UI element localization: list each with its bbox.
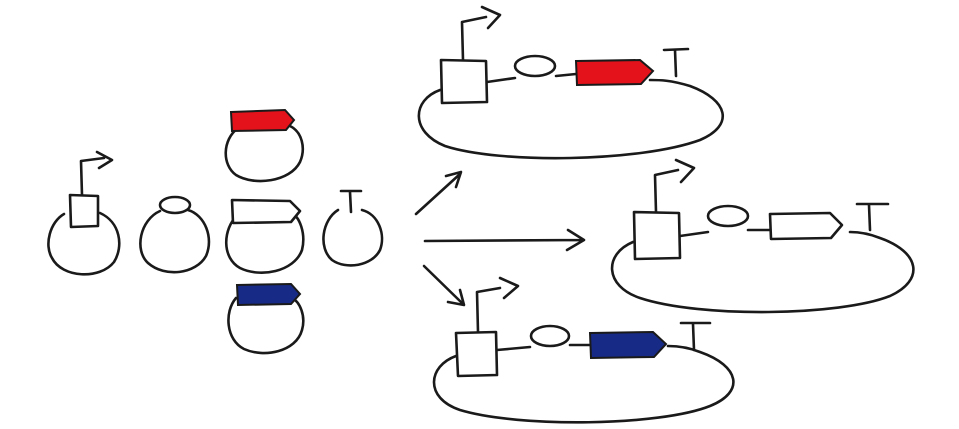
part-rbs — [139, 195, 211, 274]
promoter-arrow-icon — [79, 150, 114, 197]
part-circle — [225, 210, 305, 274]
plasmid-backbone — [495, 343, 592, 352]
cds-red-arrow — [229, 108, 296, 133]
rbs-oval — [529, 324, 571, 348]
part-circle — [224, 124, 304, 183]
plasmid-backbone — [610, 230, 915, 314]
cds-blue-arrow — [588, 330, 668, 360]
rbs-oval — [706, 204, 750, 228]
promoter-arrow-icon — [475, 276, 520, 334]
part-circle — [47, 211, 121, 276]
rbs-oval — [513, 54, 557, 78]
plasmid-backbone — [417, 78, 725, 160]
plasmid-backbone — [678, 228, 772, 238]
part-cds-white — [225, 198, 305, 274]
terminator-icon — [855, 202, 890, 232]
plasmid-red — [417, 5, 725, 160]
arrow-up-icon — [414, 170, 463, 216]
plasmid-white — [610, 158, 915, 314]
arrow-right-icon — [423, 228, 586, 252]
assembly-arrows — [414, 170, 586, 307]
cds-blue-arrow — [235, 282, 302, 307]
part-circle — [139, 208, 211, 274]
rbs-oval — [158, 195, 192, 215]
part-terminator — [322, 189, 384, 267]
promoter-box — [68, 193, 100, 229]
cds-red-arrow — [574, 58, 655, 87]
plasmid-backbone — [485, 72, 578, 84]
part-promoter — [47, 150, 121, 276]
part-cds-red — [224, 108, 304, 183]
part-cds-blue — [227, 282, 305, 355]
terminator-icon — [339, 189, 363, 214]
plasmid-backbone — [432, 344, 735, 424]
part-circle — [322, 208, 384, 267]
promoter-arrow-icon — [653, 158, 696, 214]
promoter-arrow-icon — [460, 5, 502, 62]
plasmid-blue — [432, 276, 735, 424]
promoter-box — [439, 58, 489, 105]
terminator-icon — [662, 47, 690, 78]
promoter-box — [454, 330, 499, 378]
cds-white-arrow — [768, 211, 844, 241]
terminator-icon — [679, 321, 712, 352]
promoter-box — [632, 210, 682, 261]
arrow-down-icon — [422, 264, 466, 307]
cds-white-arrow — [230, 198, 302, 225]
part-circle — [227, 296, 305, 355]
